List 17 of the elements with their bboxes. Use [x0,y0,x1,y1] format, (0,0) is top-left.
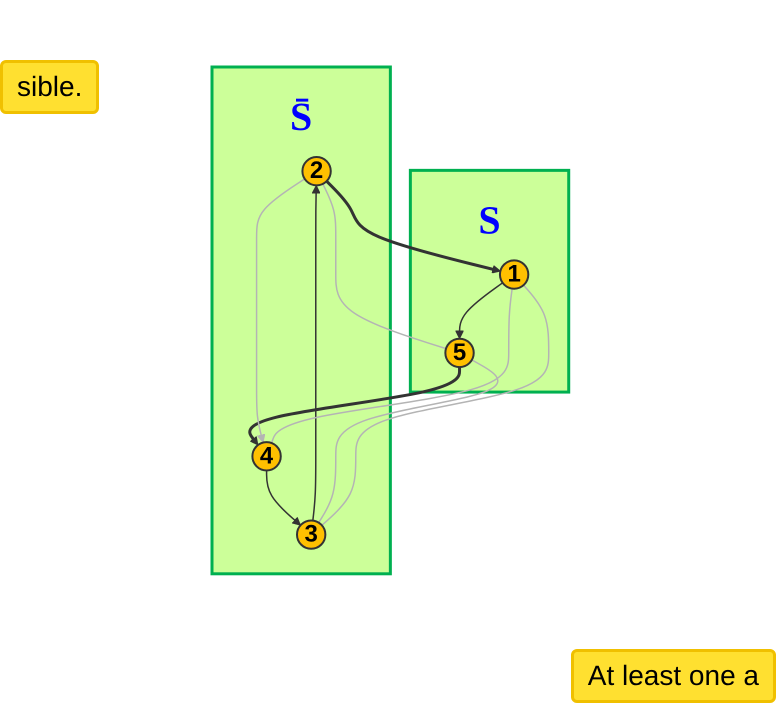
node-circle: 5 [444,337,474,368]
callout-text: At least one a [570,649,776,703]
connector [318,358,498,523]
node-circle: 3 [296,519,326,550]
connector [322,183,446,349]
connector [320,284,550,526]
connector [270,288,513,443]
arrow [311,184,320,520]
callout-text: sible. [0,60,100,114]
arrow [454,282,503,339]
arrow [265,470,301,526]
arrow [325,180,500,274]
node-circle: 1 [498,258,529,290]
node-circle: 2 [301,156,332,186]
arrow [255,178,305,443]
node-circle: 4 [251,440,282,472]
arrow [248,366,461,445]
